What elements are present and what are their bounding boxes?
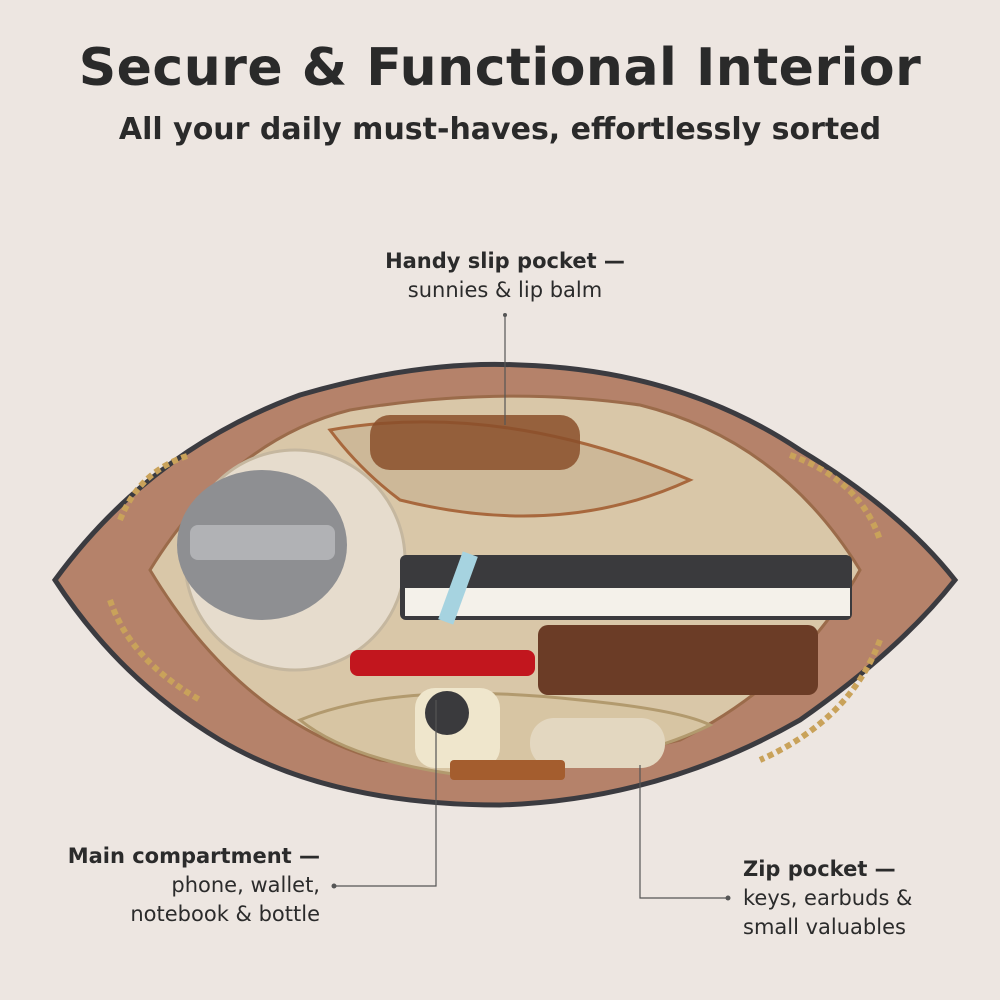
zip-pocket-leader — [639, 765, 728, 899]
earbuds-case — [530, 718, 665, 768]
callout-slip-pocket: Handy slip pocket — sunnies & lip balm — [330, 247, 680, 305]
phone — [350, 650, 535, 676]
callout-detail: notebook & bottle — [130, 902, 320, 926]
callout-heading: Zip pocket — — [743, 857, 896, 881]
callout-detail: small valuables — [743, 915, 906, 939]
chain-right — [758, 452, 883, 763]
sunglasses — [370, 415, 580, 470]
main-compartment-leader — [334, 700, 437, 887]
page-subtitle: All your daily must-haves, effortlessly … — [118, 112, 882, 147]
page-title: Secure & Functional Interior — [78, 38, 922, 98]
callout-heading: Main compartment — — [67, 844, 320, 868]
callout-detail: sunnies & lip balm — [407, 278, 603, 302]
callout-detail: keys, earbuds & — [743, 886, 913, 910]
callout-main-compartment: Main compartment — phone, wallet, notebo… — [20, 842, 320, 929]
chain-left — [107, 452, 202, 703]
notebook-elastic — [438, 551, 478, 625]
callout-zip-pocket: Zip pocket — keys, earbuds & small valua… — [743, 855, 993, 942]
wallet — [538, 625, 818, 695]
zip-pull — [450, 760, 565, 780]
callout-detail: phone, wallet, — [171, 873, 320, 897]
callout-heading: Handy slip pocket — — [385, 249, 625, 273]
